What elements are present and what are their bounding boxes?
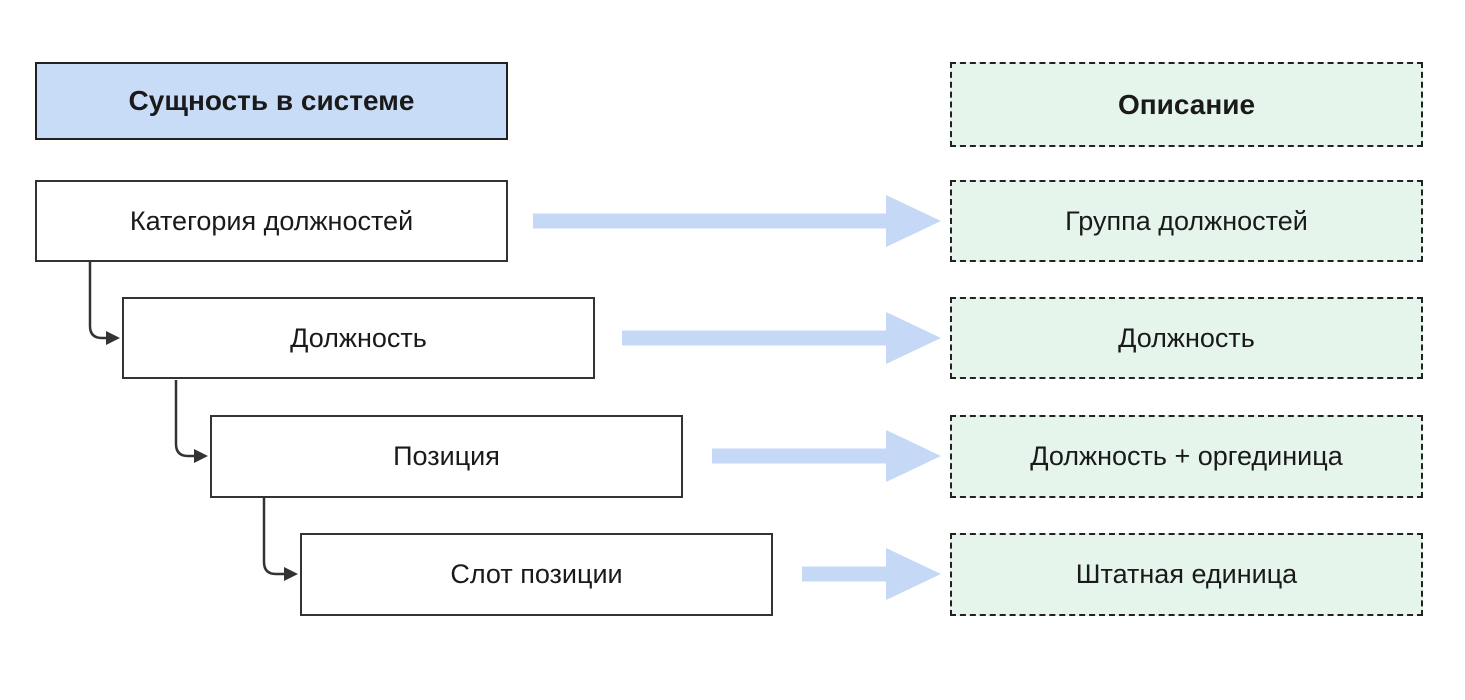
entity-box-position-label: Позиция (393, 441, 500, 472)
entity-box-job-label: Должность (290, 322, 427, 353)
entity-box-job-category: Категория должностей (35, 180, 508, 262)
flow-arrow-icon-1 (533, 195, 941, 247)
description-box-staff-unit-label: Штатная единица (1075, 559, 1298, 590)
entity-box-position-slot: Слот позиции (300, 533, 773, 616)
description-box-job-group-label: Группа должностей (1065, 205, 1308, 236)
description-column-header-label: Описание (1117, 88, 1256, 120)
entity-box-job: Должность (122, 297, 595, 379)
entity-box-position: Позиция (210, 415, 683, 498)
description-box-job: Должность (950, 297, 1423, 379)
elbow-connector-3-arrowhead-icon (284, 567, 298, 581)
description-column-header-box: Описание (950, 62, 1423, 147)
description-box-job-group: Группа должностей (950, 180, 1423, 262)
entity-column-header-label: Сущность в системе (128, 85, 415, 117)
elbow-connector-2 (174, 380, 194, 458)
entity-column-header-box: Сущность в системе (35, 62, 508, 140)
elbow-connector-3 (262, 498, 284, 576)
description-box-staff-unit: Штатная единица (950, 533, 1423, 616)
elbow-connector-1 (88, 262, 106, 340)
description-box-job-orgunit: Должность + оргединица (950, 415, 1423, 498)
elbow-connector-2-arrowhead-icon (194, 449, 208, 463)
flow-arrow-icon-3 (712, 430, 941, 482)
entity-box-job-category-label: Категория должностей (129, 205, 414, 236)
flow-arrow-icon-4 (802, 548, 941, 600)
elbow-connector-1-arrowhead-icon (106, 331, 120, 345)
entity-box-position-slot-label: Слот позиции (450, 559, 623, 590)
flow-arrow-icon-2 (622, 312, 941, 364)
description-box-job-orgunit-label: Должность + оргединица (1030, 441, 1343, 472)
description-box-job-label: Должность (1118, 322, 1255, 353)
